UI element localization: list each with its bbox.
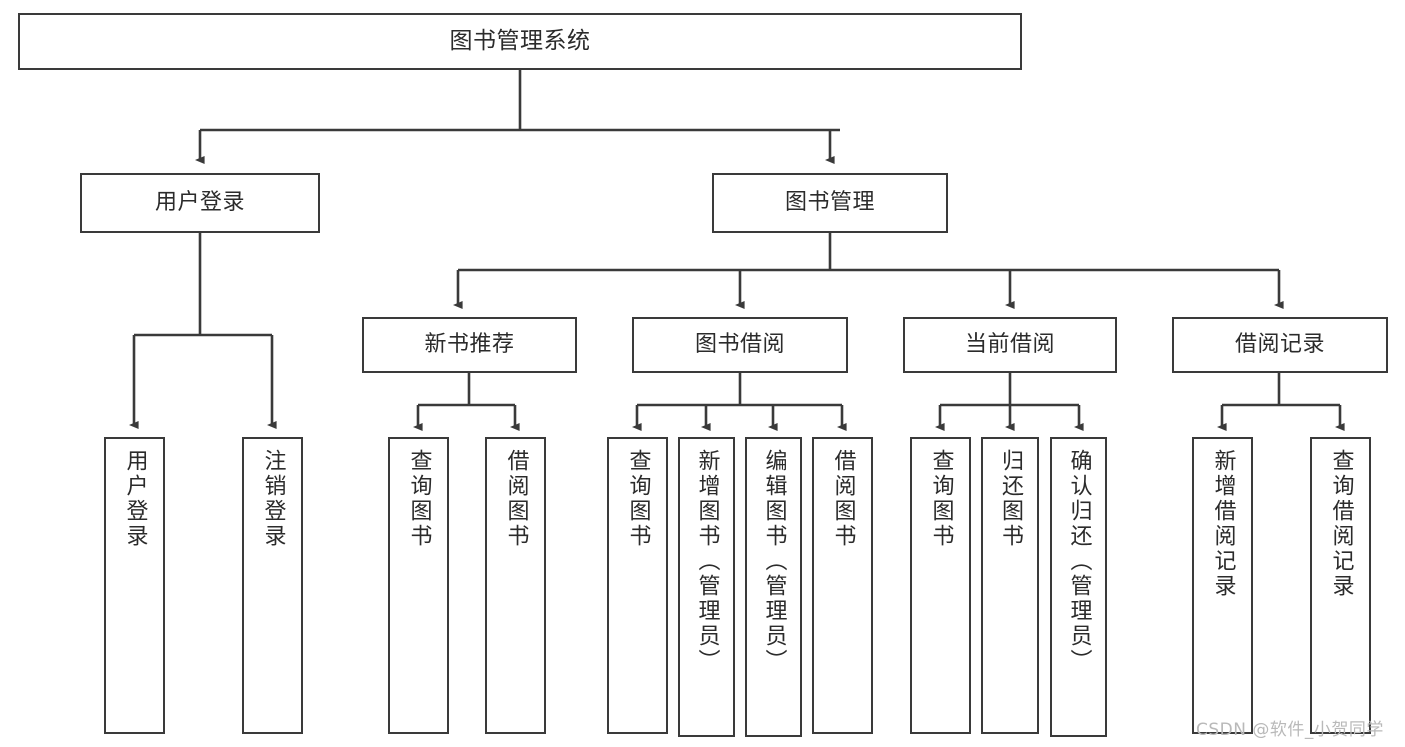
leaf-borrow-record-query-record[interactable]: 查询借阅记录 (1310, 437, 1371, 734)
node-label: 借阅记录 (1234, 331, 1325, 357)
leaf-user-login-login[interactable]: 用户登录 (104, 437, 165, 734)
node-label: 查询图书 (406, 449, 432, 549)
node-label: 当前借阅 (964, 331, 1055, 357)
node-label: 用户登录 (122, 449, 148, 549)
node-book-management[interactable]: 图书管理 (712, 173, 948, 233)
leaf-book-borrow-query-book[interactable]: 查询图书 (607, 437, 668, 734)
node-label: 查询图书 (928, 449, 954, 549)
node-label: 借阅图书 (503, 449, 529, 549)
leaf-current-borrow-confirm-return[interactable]: 确认归还（管理员） (1050, 437, 1107, 737)
node-label: 注销登录 (260, 449, 286, 549)
leaf-current-borrow-query-book[interactable]: 查询图书 (910, 437, 971, 734)
node-book-borrow[interactable]: 图书借阅 (632, 317, 848, 373)
node-label: 新增借阅记录 (1210, 449, 1236, 599)
node-label: 确认归还（管理员） (1066, 449, 1092, 674)
node-label: 新书推荐 (424, 331, 515, 357)
node-label: 图书管理系统 (449, 27, 591, 54)
node-root-system[interactable]: 图书管理系统 (18, 13, 1022, 70)
leaf-book-borrow-edit-book[interactable]: 编辑图书（管理员） (745, 437, 802, 737)
leaf-borrow-record-add-record[interactable]: 新增借阅记录 (1192, 437, 1253, 734)
node-label: 编辑图书（管理员） (761, 449, 787, 674)
csdn-watermark: CSDN @软件_小贺同学 (1196, 720, 1384, 740)
node-borrow-record[interactable]: 借阅记录 (1172, 317, 1388, 373)
node-label: 图书借阅 (694, 331, 785, 357)
node-label: 借阅图书 (830, 449, 856, 549)
node-label: 新增图书（管理员） (694, 449, 720, 674)
node-current-borrow[interactable]: 当前借阅 (903, 317, 1117, 373)
leaf-new-book-query-book[interactable]: 查询图书 (388, 437, 449, 734)
node-label: 图书管理 (784, 189, 875, 215)
node-label: 查询借阅记录 (1328, 449, 1354, 599)
node-label: 归还图书 (998, 449, 1023, 549)
leaf-current-borrow-return-book[interactable]: 归还图书 (981, 437, 1039, 734)
node-label: 用户登录 (154, 189, 245, 215)
leaf-book-borrow-borrow-book[interactable]: 借阅图书 (812, 437, 873, 734)
leaf-user-login-logout[interactable]: 注销登录 (242, 437, 303, 734)
node-new-book-recommend[interactable]: 新书推荐 (362, 317, 577, 373)
leaf-new-book-borrow-book[interactable]: 借阅图书 (485, 437, 546, 734)
node-user-login[interactable]: 用户登录 (80, 173, 320, 233)
node-label: 查询图书 (625, 449, 651, 549)
leaf-book-borrow-add-book[interactable]: 新增图书（管理员） (678, 437, 735, 737)
